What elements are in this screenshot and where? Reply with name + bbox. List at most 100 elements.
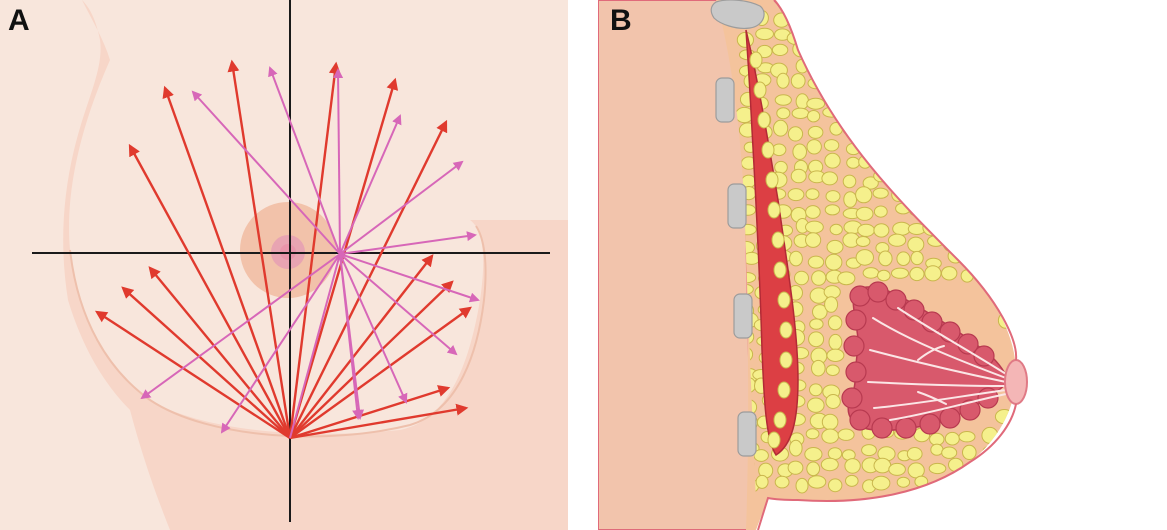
- breast-cross-section-diagram: [598, 0, 1167, 530]
- fat-lobule: [861, 444, 877, 457]
- fat-lobule: [787, 126, 804, 142]
- fat-lobule: [791, 107, 810, 120]
- muscle-fat-globule: [753, 81, 767, 99]
- fat-lobule: [821, 428, 840, 444]
- fat-lobule: [806, 97, 826, 110]
- fat-lobule: [807, 110, 821, 123]
- milk-duct: [867, 381, 1007, 387]
- fat-lobule: [828, 333, 843, 351]
- gland-lobule: [903, 299, 925, 321]
- fat-lobule: [871, 475, 891, 491]
- fat-lobule: [829, 223, 843, 236]
- red-arrow: [128, 143, 292, 439]
- pink-arrow: [339, 253, 408, 404]
- fat-lobule: [857, 223, 876, 237]
- milk-duct: [873, 389, 1007, 409]
- fat-lobule: [855, 236, 871, 247]
- fat-lobule: [774, 475, 790, 489]
- gland-lobule: [871, 417, 893, 439]
- fat-lobule: [843, 191, 858, 208]
- fat-lobule: [787, 188, 805, 202]
- fat-lobule: [774, 94, 792, 106]
- red-arrow: [289, 403, 469, 440]
- fat-lobule: [823, 139, 840, 152]
- fat-lobule: [736, 31, 754, 48]
- pink-arrow: [339, 253, 458, 356]
- fat-lobule: [755, 474, 769, 489]
- muscle-fat-globule: [777, 291, 791, 309]
- fat-lobule: [825, 364, 840, 377]
- red-arrow: [289, 385, 451, 440]
- gland-lobule: [845, 309, 867, 331]
- skin-outline: [757, 0, 1018, 530]
- fat-lobule: [771, 43, 789, 57]
- fat-lobule: [776, 72, 790, 89]
- fat-lobule: [805, 232, 822, 248]
- fat-lobule: [872, 187, 889, 199]
- fat-lobule: [789, 250, 803, 267]
- panel-label-b: B: [610, 4, 632, 37]
- fat-lobule: [792, 143, 807, 160]
- fat-lobule: [924, 265, 942, 282]
- fat-lobule: [844, 458, 861, 474]
- red-arrow-group: [94, 59, 472, 440]
- fat-lobule: [789, 439, 803, 457]
- fat-lobule: [824, 152, 841, 169]
- fat-lobule: [821, 171, 838, 186]
- fat-lobule: [862, 176, 879, 190]
- fat-lobule: [826, 348, 845, 362]
- muscle-fat-globule: [773, 411, 787, 429]
- fat-lobule: [837, 428, 855, 441]
- fat-lobule: [808, 331, 825, 348]
- fat-lobule: [811, 270, 827, 286]
- rib: [715, 77, 735, 123]
- fat-lobule: [790, 168, 807, 184]
- duct-group: [867, 307, 1007, 421]
- nipple-b: [1004, 359, 1028, 405]
- fat-lobule: [805, 220, 824, 234]
- fat-lobule: [845, 474, 859, 487]
- milk-duct: [917, 345, 945, 361]
- fat-lobule: [820, 457, 839, 472]
- fat-lobule: [804, 447, 823, 462]
- breast-contour: [69, 225, 487, 438]
- pink-arrow: [339, 160, 464, 255]
- gland-lobule: [845, 361, 867, 383]
- fat-lobule: [888, 233, 907, 247]
- fat-lobule: [873, 457, 892, 474]
- fat-lobule: [807, 397, 825, 413]
- torso-silhouette: [63, 0, 568, 530]
- gland-lobule: [973, 345, 995, 367]
- pink-arrow: [289, 253, 341, 439]
- fat-lobule: [795, 477, 809, 494]
- fat-lobule: [842, 174, 857, 189]
- fat-lobule: [807, 255, 825, 269]
- fat-lobule: [826, 239, 844, 255]
- breast-quadrant-diagram: [0, 0, 568, 530]
- fat-lobule: [805, 428, 820, 440]
- muscle-fat-globule: [777, 381, 791, 399]
- fat-lobule: [787, 460, 804, 475]
- muscle-fat-globule: [771, 231, 785, 249]
- fat-lobule: [928, 462, 947, 475]
- fat-lobule: [811, 359, 826, 377]
- fat-lobule: [906, 447, 923, 461]
- red-arrow: [121, 286, 291, 439]
- fat-lobule: [873, 223, 890, 238]
- pink-arrow: [191, 90, 341, 255]
- red-arrow: [148, 266, 291, 439]
- gland-lobule: [885, 289, 907, 311]
- red-arrow: [94, 310, 291, 440]
- fat-lobule: [828, 478, 843, 493]
- red-arrow: [288, 119, 448, 439]
- fat-lobule: [807, 475, 827, 489]
- fat-lobule: [891, 267, 909, 279]
- rib-group: [710, 0, 765, 457]
- fat-lobule: [795, 93, 810, 110]
- fat-lobule: [896, 251, 911, 267]
- gland-lobule-group: [841, 281, 999, 439]
- fat-lobule: [774, 160, 788, 174]
- pink-arrow: [140, 253, 341, 400]
- fat-lobule: [824, 204, 841, 216]
- fat-lobule: [958, 431, 976, 443]
